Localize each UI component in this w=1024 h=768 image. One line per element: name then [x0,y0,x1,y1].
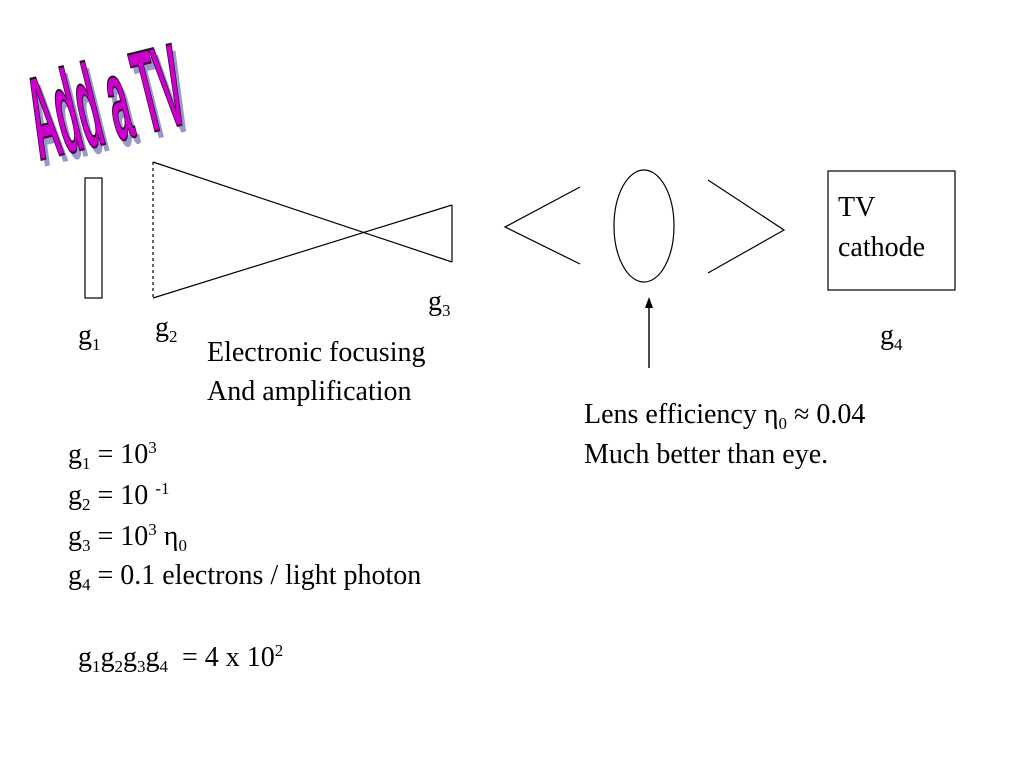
tv-label-line2: cathode [838,232,926,263]
title-wordart: Add a TV Add a TV [18,30,201,170]
lens-caption-line1: Lens efficiency η0 ≈ 0.04 [584,399,866,433]
equation-g1: g1 = 103 [68,438,157,473]
g1-plate [84,177,103,299]
label-g1: g1 [78,320,101,354]
label-g4: g4 [880,320,903,354]
right-chevron [707,179,786,274]
label-g3: g3 [428,286,451,320]
focus-ray-lower [152,204,453,299]
left-chevron [503,186,581,265]
label-g2: g2 [155,312,178,346]
equation-g2: g2 = 10 -1 [68,479,170,514]
focusing-caption-line2: And amplification [207,376,412,407]
page-title: Add a TV [18,30,197,170]
lens-ellipse [613,169,675,283]
tv-cathode-box [827,170,956,291]
tv-label-line1: TV [838,192,876,223]
focusing-caption-line1: Electronic focusing [207,337,426,368]
focus-ray-upper [152,161,453,263]
equation-g4: g4 = 0.1 electrons / light photon [68,560,422,594]
equation-g3: g3 = 103 η0 [68,520,187,555]
product-equation: g1g2g3g4 = 4 x 102 [78,641,284,676]
lens-caption-line2: Much better than eye. [584,439,829,470]
lens-arrow-head [645,297,653,308]
